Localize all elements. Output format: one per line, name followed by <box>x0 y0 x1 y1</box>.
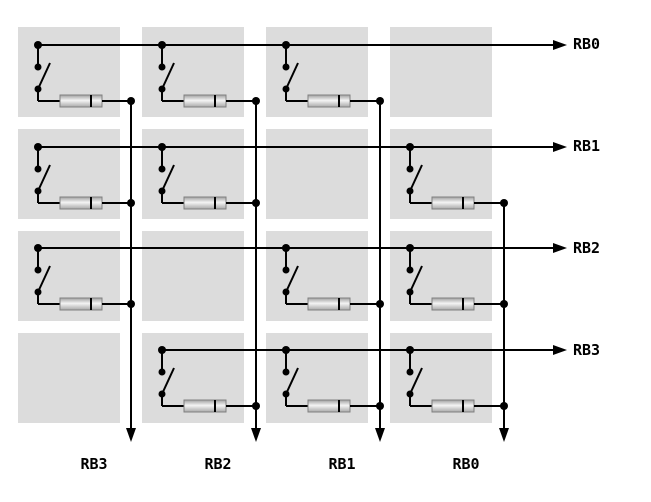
resistor-icon <box>307 399 351 413</box>
switch-contact <box>34 165 42 173</box>
key-switch <box>34 143 135 210</box>
key-switch <box>282 346 384 413</box>
junction-dot <box>252 199 260 207</box>
switch-contact <box>282 266 290 274</box>
key-switch <box>406 346 508 413</box>
column-label-rb3: RB3 <box>80 455 107 473</box>
switch-contact <box>158 165 166 173</box>
row-label-rb2: RB2 <box>573 239 600 257</box>
junction-dot <box>252 402 260 410</box>
switch-contact <box>158 368 166 376</box>
switch-contact <box>406 266 414 274</box>
junction-dot <box>376 300 384 308</box>
junction-dot <box>376 97 384 105</box>
key-switch <box>34 41 135 108</box>
cell-bg <box>266 129 368 219</box>
resistor-icon <box>431 297 475 311</box>
column-arrow <box>375 428 385 442</box>
column-label-rb2: RB2 <box>204 455 231 473</box>
cell-bg <box>142 231 244 321</box>
switch-blade <box>161 62 175 90</box>
key-switch <box>282 244 384 311</box>
switch-contact <box>158 63 166 71</box>
column-label-rb1: RB1 <box>328 455 355 473</box>
key-switch <box>158 143 260 210</box>
row-arrow <box>553 142 567 152</box>
switch-contact <box>406 165 414 173</box>
row-label-rb3: RB3 <box>573 341 600 359</box>
switch-blade <box>285 62 299 90</box>
cell-bg <box>18 333 120 423</box>
switch-blade <box>285 367 299 395</box>
column-lines <box>126 101 509 442</box>
resistor-icon <box>307 297 351 311</box>
key-switch <box>406 244 508 311</box>
row-label-rb0: RB0 <box>573 35 600 53</box>
resistor-icon <box>59 94 103 108</box>
key-switch <box>158 346 260 413</box>
switch-blade <box>409 164 423 192</box>
junction-dot <box>127 199 135 207</box>
switch-blade <box>409 367 423 395</box>
switch-blade <box>161 367 175 395</box>
junction-dot <box>500 199 508 207</box>
column-label-rb0: RB0 <box>452 455 479 473</box>
column-arrow <box>126 428 136 442</box>
resistor-icon <box>59 196 103 210</box>
switch-contact <box>282 368 290 376</box>
column-arrow <box>251 428 261 442</box>
resistor-icon <box>307 94 351 108</box>
resistor-icon <box>183 399 227 413</box>
junction-dot <box>500 300 508 308</box>
key-switch <box>34 244 135 311</box>
resistor-icon <box>431 399 475 413</box>
switch-contact <box>34 266 42 274</box>
switch-blade <box>37 164 51 192</box>
switch-blade <box>37 265 51 293</box>
junction-dot <box>376 402 384 410</box>
resistor-icon <box>183 94 227 108</box>
switch-contact <box>406 368 414 376</box>
switch-blade <box>409 265 423 293</box>
switch-blade <box>37 62 51 90</box>
switch-blade <box>285 265 299 293</box>
junction-dot <box>127 300 135 308</box>
row-lines <box>38 40 567 355</box>
resistor-icon <box>59 297 103 311</box>
row-arrow <box>553 40 567 50</box>
junction-dot <box>500 402 508 410</box>
junction-dot <box>252 97 260 105</box>
switch-contact <box>34 63 42 71</box>
row-arrow <box>553 345 567 355</box>
key-switch <box>158 41 260 108</box>
resistor-icon <box>183 196 227 210</box>
junction-dot <box>127 97 135 105</box>
row-arrow <box>553 243 567 253</box>
switch-contact <box>282 63 290 71</box>
switch-blade <box>161 164 175 192</box>
cell-bg <box>390 27 492 117</box>
key-switch <box>406 143 508 210</box>
row-label-rb1: RB1 <box>573 137 600 155</box>
resistor-icon <box>431 196 475 210</box>
switch-components <box>34 41 508 413</box>
key-switch <box>282 41 384 108</box>
column-arrow <box>499 428 509 442</box>
